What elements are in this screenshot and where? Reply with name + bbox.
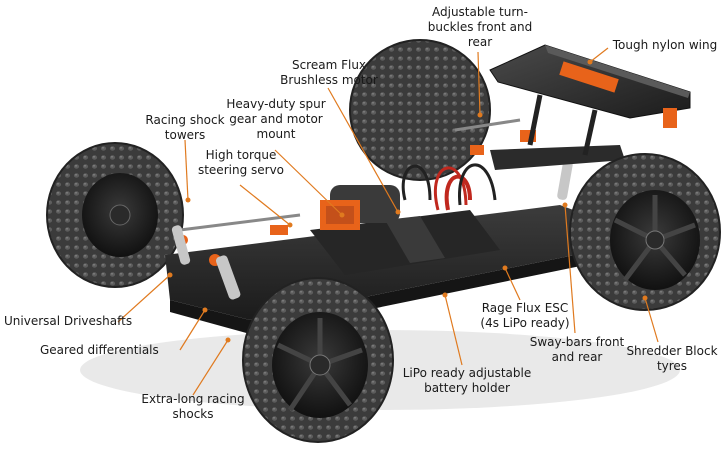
- front-right-tyre: [242, 277, 394, 443]
- wing: [489, 44, 691, 156]
- rear-right-tyre: [569, 153, 721, 311]
- label-spur: Heavy-duty spur gear and motor mount: [226, 97, 326, 141]
- label-towers: Racing shock towers: [145, 113, 225, 142]
- leader-lines: [117, 47, 659, 396]
- label-turnbuckles: Adjustable turn- buckles front and rear: [427, 5, 533, 49]
- label-shocks: Extra-long racing shocks: [141, 392, 245, 421]
- leader-dots: [167, 59, 648, 343]
- chassis: [165, 118, 625, 334]
- label-tyres: Shredder Block tyres: [626, 344, 718, 373]
- label-servo: High torque steering servo: [197, 148, 285, 177]
- label-differentials: Geared differentials: [40, 343, 159, 357]
- label-battery: LiPo ready adjustable battery holder: [402, 366, 532, 395]
- rear-left-tyre: [349, 39, 491, 181]
- label-motor: Scream Flux Brushless motor: [280, 58, 378, 87]
- label-driveshafts: Universal Driveshafts: [4, 314, 133, 328]
- label-esc: Rage Flux ESC (4s LiPo ready): [480, 301, 570, 330]
- label-wing: Tough nylon wing: [612, 38, 718, 52]
- label-swaybars: Sway-bars front and rear: [529, 335, 625, 364]
- front-left-tyre: [46, 142, 184, 288]
